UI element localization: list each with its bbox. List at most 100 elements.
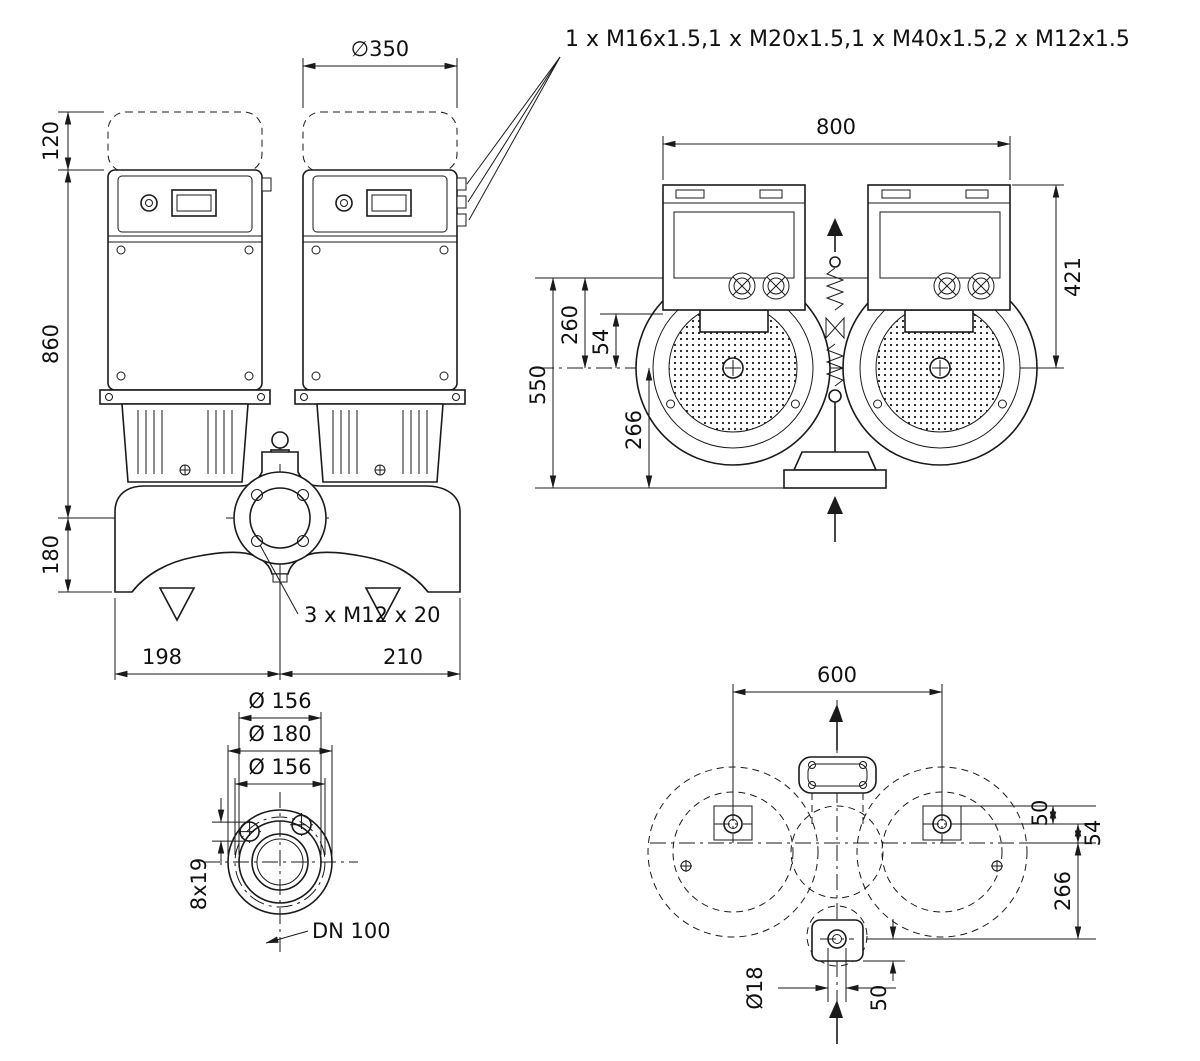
display-right (366, 189, 412, 217)
bolt-callout-label: 3 x M12 x 20 (304, 603, 440, 627)
button-right (335, 194, 353, 212)
casing-bolt (991, 860, 1003, 872)
casing-bolt (680, 860, 692, 872)
bolt-circle (234, 816, 326, 908)
gland-annotation-label: 1 x M16x1.5,1 x M20x1.5,1 x M40x1.5,2 x … (565, 27, 1130, 52)
cable-gland (967, 272, 995, 300)
lantern-left (99, 389, 271, 483)
anchor-flange (806, 905, 868, 967)
pump-foot-left (158, 587, 196, 622)
dim-180-label: 180 (39, 535, 63, 575)
front-view: ∅350 120 860 180 (39, 37, 467, 680)
dim-198-label: 198 (142, 645, 182, 669)
box-adapter-left (699, 309, 769, 333)
lantern-right (294, 389, 466, 483)
terminal-box-left (662, 184, 806, 311)
dia-180-label: Ø 180 (248, 722, 311, 746)
dn100-callout: DN 100 (265, 919, 391, 944)
dim-dia350: ∅350 (302, 37, 458, 108)
dia-156-outer-label: Ø 156 (248, 689, 311, 713)
flow-arrow-plan-bottom (829, 1000, 843, 1018)
dim-421: 421 (1012, 184, 1085, 369)
spring-lower (825, 343, 845, 387)
flange-detail-view: Ø 156 Ø 180 Ø 156 8x19 DN 100 (187, 689, 391, 952)
flange-outer (227, 809, 333, 915)
gland-annotation: 1 x M16x1.5,1 x M20x1.5,1 x M40x1.5,2 x … (466, 27, 1130, 221)
gland-nub-right-1 (456, 177, 467, 191)
dia-18-label: Ø18 (743, 966, 767, 1009)
dim-50-bottom: 50 (863, 919, 905, 1011)
button-left (140, 194, 158, 212)
clearance-left (107, 111, 263, 173)
display-left (171, 189, 217, 217)
flow-arrow-up-bottom (827, 496, 843, 514)
dim-left-stack: 550 260 54 266 (526, 277, 784, 489)
flow-arrow-plan-top (829, 704, 843, 722)
spring-upper (825, 267, 845, 311)
dia-350-label: ∅350 (351, 37, 409, 61)
base-plate (783, 469, 887, 489)
dim-8x19: 8x19 (187, 798, 246, 910)
dim-600: 600 (732, 663, 943, 812)
dim-54-plan-label: 54 (1081, 820, 1105, 847)
control-module-right (312, 175, 448, 233)
dim-266-plan-label: 266 (1051, 871, 1075, 911)
side-view: 800 421 550 260 54 266 (526, 115, 1085, 542)
gland-nub-right-2 (456, 195, 467, 209)
raised-face (238, 820, 322, 904)
motor-left-body (107, 169, 263, 391)
sensor-assembly (783, 218, 887, 542)
button-left-center (145, 199, 153, 207)
dim-600-label: 600 (817, 663, 857, 687)
dim-421-label: 421 (1061, 257, 1085, 297)
flange-bolt-hole (238, 820, 261, 843)
dim-800: 800 (662, 115, 1011, 180)
display-left-inner (176, 194, 212, 212)
dim-120-label: 120 (39, 121, 63, 161)
button-right-center (340, 199, 348, 207)
cable-gland (728, 272, 756, 300)
clearance-right (302, 111, 458, 173)
bolt-callout: 3 x M12 x 20 (259, 544, 440, 627)
dim-dia18: Ø18 (743, 948, 896, 1010)
discharge-flange (798, 756, 877, 794)
display-right-inner (371, 194, 407, 212)
valve-symbol (825, 316, 845, 340)
cable-gland (933, 272, 961, 300)
pump-foot-right (364, 587, 402, 622)
dim-260-label: 260 (558, 305, 582, 345)
dn100-label: DN 100 (312, 919, 391, 943)
dim-dia-stack: Ø 156 Ø 180 Ø 156 (227, 689, 333, 855)
plan-view: 600 50 54 266 Ø18 50 (647, 663, 1105, 1044)
cable-gland (762, 272, 790, 300)
dim-bottom-chain: 198 210 (114, 566, 461, 680)
terminal-box-right (867, 184, 1011, 311)
dim-800-label: 800 (816, 115, 856, 139)
flow-arrow-up-top (827, 218, 843, 236)
motor-right-body (302, 169, 458, 391)
dim-left-chain: 120 860 180 (39, 111, 233, 593)
dia-156-inner-label: Ø 156 (248, 755, 311, 779)
dim-50-top-label: 50 (1028, 800, 1052, 827)
bore (251, 833, 309, 891)
gland-nub-left (261, 177, 272, 192)
dim-8x19-label: 8x19 (187, 858, 211, 911)
dim-210-label: 210 (383, 645, 423, 669)
motor-left (107, 169, 272, 391)
dim-54-label: 54 (589, 329, 613, 356)
motor-flange-right (294, 389, 466, 405)
motor-right (302, 169, 467, 391)
motor-flange-left (99, 389, 271, 405)
dim-right-stack: 50 54 266 (866, 800, 1105, 940)
suction-flange (226, 464, 334, 572)
dim-50-bottom-label: 50 (867, 985, 891, 1012)
dim-550-label: 550 (526, 365, 550, 405)
box-adapter-right (904, 309, 974, 333)
control-module-left (117, 175, 253, 233)
dim-860-label: 860 (39, 324, 63, 364)
pump-base (792, 451, 878, 471)
gland-nub-right-3 (456, 213, 467, 227)
dim-266-label: 266 (622, 410, 646, 450)
